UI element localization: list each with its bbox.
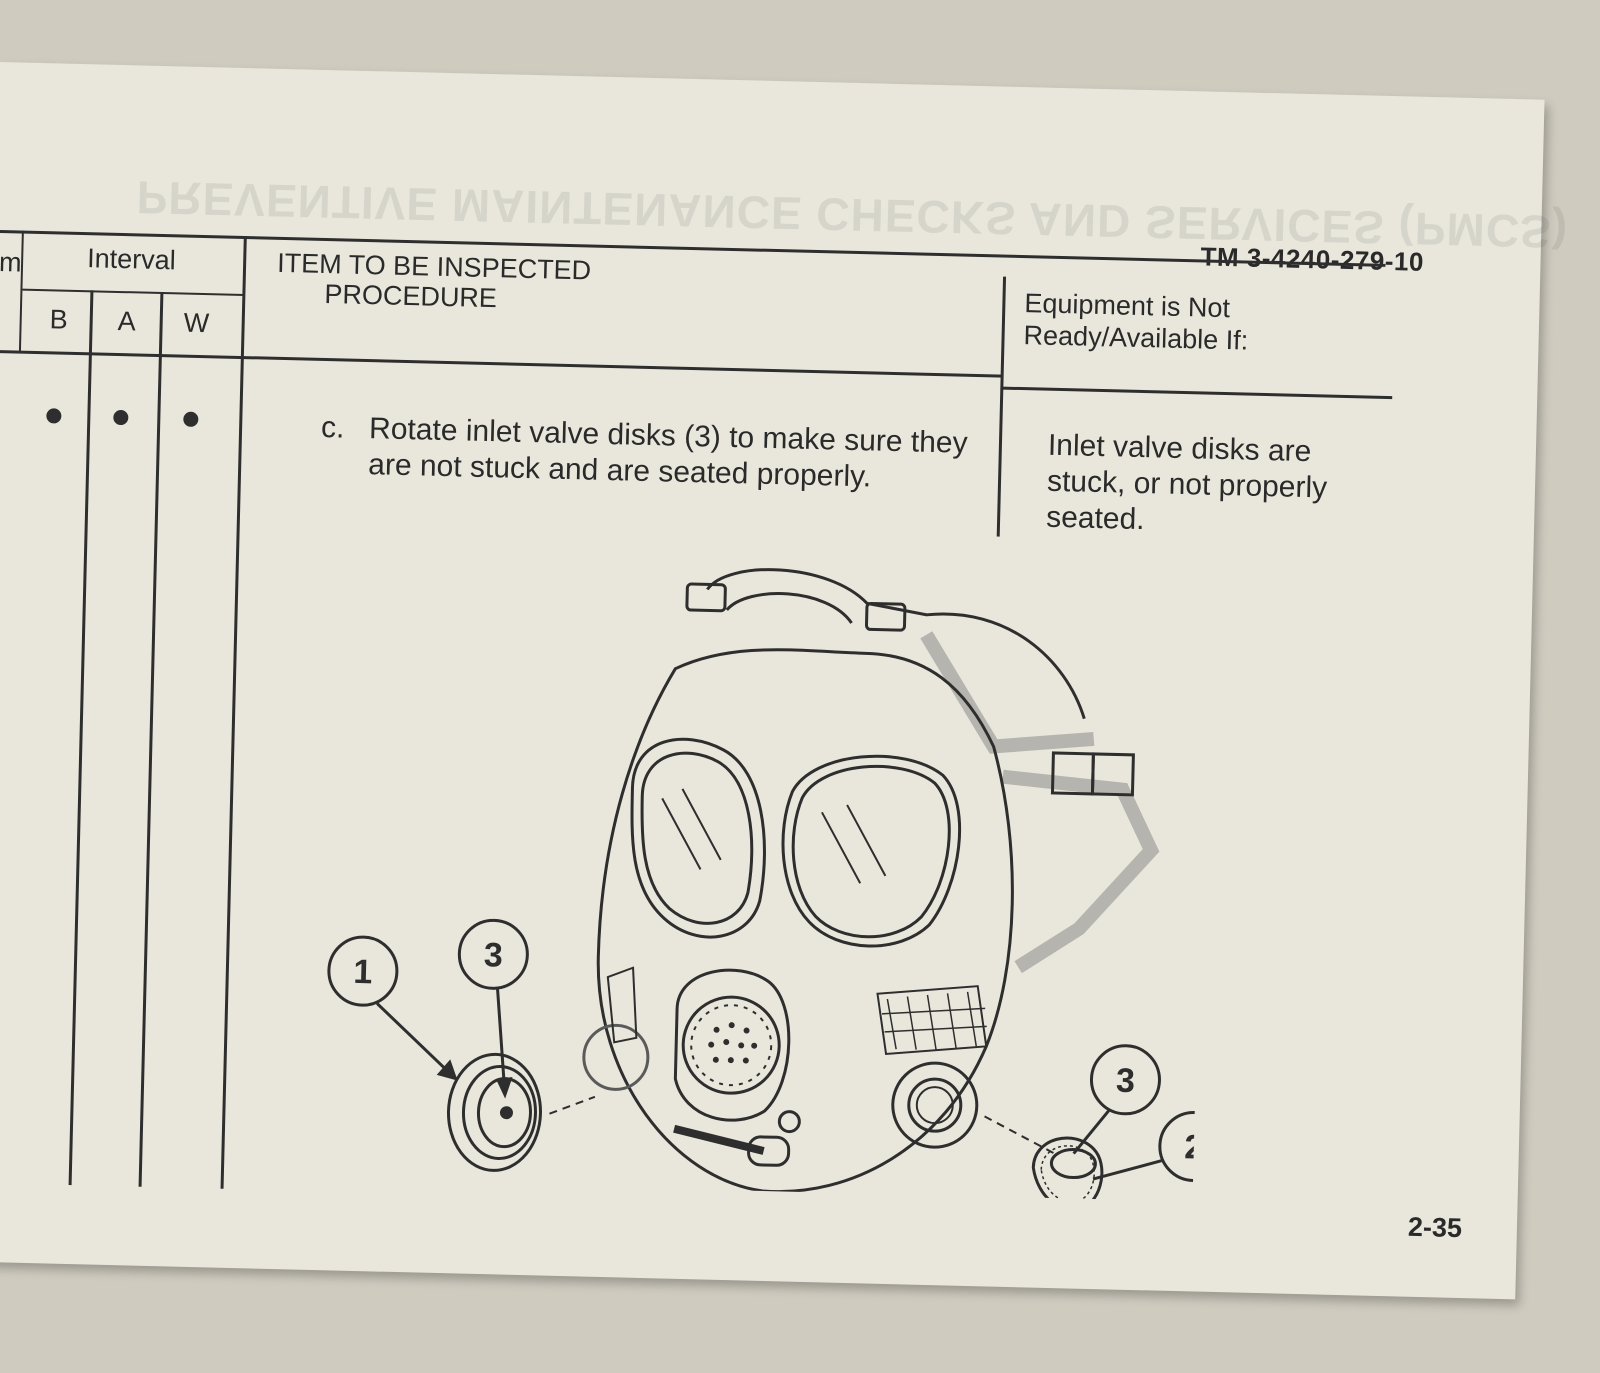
callout-right-3: 3: [1116, 1062, 1136, 1100]
item-col-fragment: m: [0, 247, 22, 278]
page-number: 2-35: [1407, 1211, 1463, 1244]
step-label: c.: [320, 410, 345, 445]
callout-left-3: 3: [483, 936, 503, 974]
interval-col-w: W: [183, 307, 210, 339]
not-ready-condition: Inlet valve disks are stuck, or not prop…: [1045, 428, 1328, 537]
interval-col-b: B: [49, 304, 69, 335]
item-header-line2: PROCEDURE: [324, 279, 498, 314]
header-bottom-rule: [0, 349, 1003, 378]
col-divider-w: [220, 236, 247, 1189]
status-header-bottom-rule: [1002, 386, 1393, 400]
interval-header: Interval: [86, 243, 177, 276]
procedure-text: Rotate inlet valve disks (3) to make sur…: [367, 412, 968, 494]
bullet-b: [46, 408, 62, 424]
col-divider-status: [996, 276, 1007, 537]
callout-left-1: 1: [353, 953, 373, 991]
col-divider-a: [138, 291, 164, 1187]
interval-sub-rule: [22, 288, 245, 297]
procedure-step: c. Rotate inlet valve disks (3) to make …: [321, 410, 982, 493]
interval-col-a: A: [117, 305, 137, 337]
manual-page: PREVENTIVE MAINTENANCE CHECKS AND SERVIC…: [0, 62, 1569, 1300]
callout-right-2: 2: [1184, 1128, 1204, 1166]
col-divider-b: [68, 290, 94, 1186]
bullet-w: [183, 411, 199, 427]
bullet-a: [113, 409, 129, 426]
gas-mask-illustration: 1 3 3 2 1: [327, 568, 1209, 1202]
status-header-line1: Equipment is Not: [1024, 288, 1231, 324]
status-header-line2: Ready/Available If:: [1023, 320, 1249, 356]
